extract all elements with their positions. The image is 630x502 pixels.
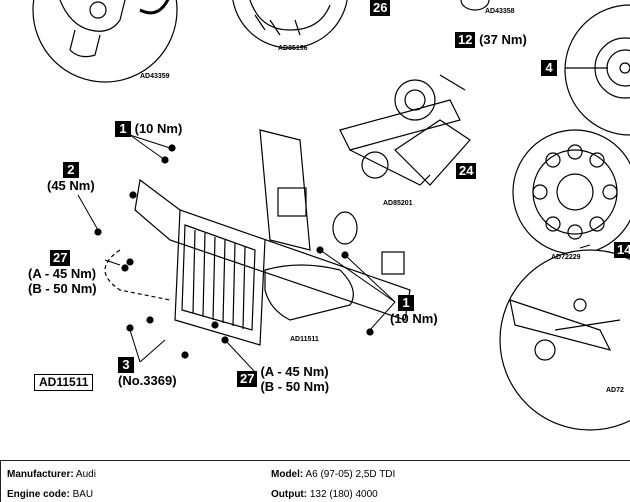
engine-label: Engine code: [7, 489, 70, 500]
callout-number: 12 [455, 32, 476, 48]
engine-row: Engine code: BAU [7, 489, 93, 501]
manufacturer-row: Manufacturer: Audi [7, 469, 96, 481]
callout-torque-b: (B - 50 Nm) [260, 379, 330, 394]
callout-number: 3 [118, 357, 134, 373]
belt-tensioner [339, 74, 471, 186]
callout-tool: (No.3369) [118, 373, 177, 388]
figure-ref-box: AD11511 [34, 374, 94, 391]
callout-number: 27 [50, 250, 71, 266]
detail-circle-flange [512, 129, 630, 255]
callout-torque: (37 Nm) [479, 32, 527, 47]
output-label: Output: [271, 489, 308, 500]
callout-12: 12 (37 Nm) [455, 32, 527, 48]
callout-26: 26 [370, 0, 391, 16]
callout-27-bottom: 27 (A - 45 Nm) (B - 50 Nm) [237, 364, 329, 394]
ref-code: AD72 [606, 387, 624, 394]
engine-value: BAU [72, 489, 94, 500]
callout-27-left: 27 (A - 45 Nm) (B - 50 Nm) [28, 250, 97, 296]
callout-number: 1 [115, 121, 131, 137]
manufacturer-label: Manufacturer: [7, 469, 74, 480]
callout-torque: (10 Nm) [134, 121, 183, 136]
callout-number: 14 [614, 242, 630, 258]
manufacturer-value: Audi [75, 469, 96, 480]
output-row: Output: 132 (180) 4000 [271, 489, 378, 501]
model-value: A6 (97-05) 2,5D TDI [305, 469, 396, 480]
callout-number: 26 [370, 0, 391, 16]
leader-lines [77, 134, 591, 373]
callout-torque-b: (B - 50 Nm) [28, 281, 97, 296]
model-label: Model: [271, 469, 304, 480]
model-row: Model: A6 (97-05) 2,5D TDI [271, 469, 395, 481]
callout-14: 14 [614, 242, 630, 258]
callout-torque-a: (A - 45 Nm) [260, 364, 329, 379]
assembly-diagram [32, 0, 630, 431]
callout-3: 3 (No.3369) [118, 357, 177, 388]
ref-code: AD85196 [278, 45, 308, 52]
callout-1-right: 1 (10 Nm) [390, 295, 438, 326]
callout-number: 2 [62, 162, 79, 178]
ref-code: AD43358 [485, 8, 515, 15]
ref-code: AD43359 [140, 73, 170, 80]
detail-pulley-top [460, 0, 490, 11]
callout-24: 24 [456, 163, 477, 179]
callout-torque-a: (A - 45 Nm) [28, 266, 97, 281]
ref-code: AD72229 [551, 254, 581, 261]
callout-number: 1 [398, 295, 414, 311]
callout-number: 27 [237, 371, 258, 387]
detail-circle-top-left [32, 0, 178, 83]
detail-circle-bottom-right [499, 249, 630, 431]
callout-4: 4 [541, 60, 557, 76]
vehicle-info-panel: Manufacturer: Audi Model: A6 (97-05) 2,5… [0, 460, 630, 502]
dashed-outline [104, 249, 171, 301]
detail-circle-right-upper [564, 4, 630, 136]
callout-torque: (10 Nm) [390, 311, 438, 326]
callout-number: 4 [541, 60, 557, 76]
callout-1-top: 1 (10 Nm) [115, 121, 182, 137]
radiator-assembly [134, 129, 411, 346]
callout-torque: (45 Nm) [47, 178, 95, 193]
output-value: 132 (180) 4000 [309, 489, 378, 500]
detail-circle-top-center [232, 0, 348, 49]
bolts [94, 144, 374, 359]
callout-number: 24 [456, 163, 477, 179]
callout-2: 2 (45 Nm) [47, 162, 95, 193]
ref-code: AD11511 [290, 336, 319, 343]
ref-code: AD85201 [383, 200, 413, 207]
